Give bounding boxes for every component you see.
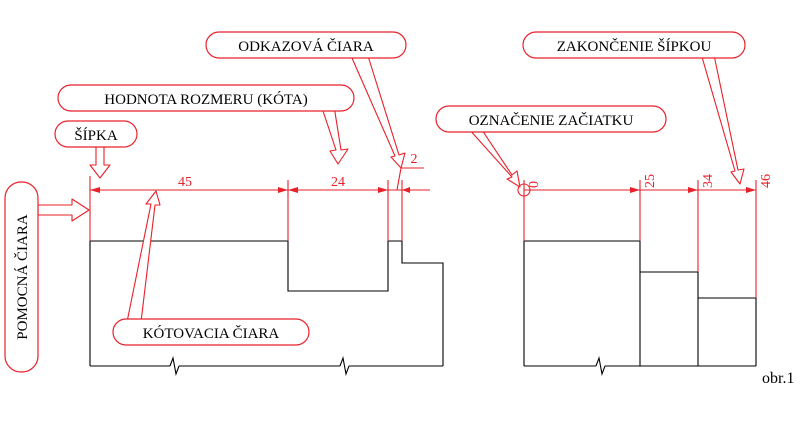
dimension-24: 24 xyxy=(331,175,345,190)
left-dimension-line xyxy=(90,167,430,193)
dimension-25: 25 xyxy=(643,174,658,188)
label-kotovacia: KÓTOVACIA ČIARA xyxy=(112,318,310,346)
dimension-45: 45 xyxy=(178,175,192,190)
svg-text:ŠÍPKA: ŠÍPKA xyxy=(74,127,118,144)
arrow-kotovacia xyxy=(126,190,161,323)
left-part-outline xyxy=(89,240,444,377)
svg-text:KÓTOVACIA ČIARA: KÓTOVACIA ČIARA xyxy=(143,325,280,342)
label-hodnota: HODNOTA ROZMERU (KÓTA) xyxy=(57,84,355,112)
svg-text:POMOCNÁ ČIARA: POMOCNÁ ČIARA xyxy=(14,214,31,340)
arrow-hodnota xyxy=(321,105,349,165)
dimension-46: 46 xyxy=(759,174,774,188)
arrow-odkazova xyxy=(351,55,406,169)
svg-text:OZNAČENIE ZAČIATKU: OZNAČENIE ZAČIATKU xyxy=(469,112,634,129)
arrow-oznacenie xyxy=(467,123,521,188)
label-sipka: ŠÍPKA xyxy=(54,120,138,148)
svg-text:ZAKONČENIE ŠÍPKOU: ZAKONČENIE ŠÍPKOU xyxy=(557,38,712,55)
arrow-sipka xyxy=(89,144,111,179)
dimension-34: 34 xyxy=(701,174,716,188)
arrow-pomocna xyxy=(37,198,90,222)
right-part-outline xyxy=(523,240,757,377)
arrow-zakoncenie xyxy=(701,54,745,185)
right-dimension-line xyxy=(517,183,756,197)
figure-label: obr.1 xyxy=(762,370,794,387)
label-oznacenie: OZNAČENIE ZAČIATKU xyxy=(435,105,667,133)
left-extension-lines xyxy=(89,176,403,241)
label-odkazova: ODKAZOVÁ ČIARA xyxy=(205,31,407,59)
dimension-0: 0 xyxy=(527,181,542,188)
svg-text:HODNOTA ROZMERU (KÓTA): HODNOTA ROZMERU (KÓTA) xyxy=(104,91,307,108)
svg-text:ODKAZOVÁ ČIARA: ODKAZOVÁ ČIARA xyxy=(238,38,374,55)
label-pomocna: POMOCNÁ ČIARA xyxy=(4,181,39,373)
origin-circle xyxy=(517,183,531,197)
label-zakoncenie: ZAKONČENIE ŠÍPKOU xyxy=(522,31,746,59)
dimension-2: 2 xyxy=(411,152,418,167)
